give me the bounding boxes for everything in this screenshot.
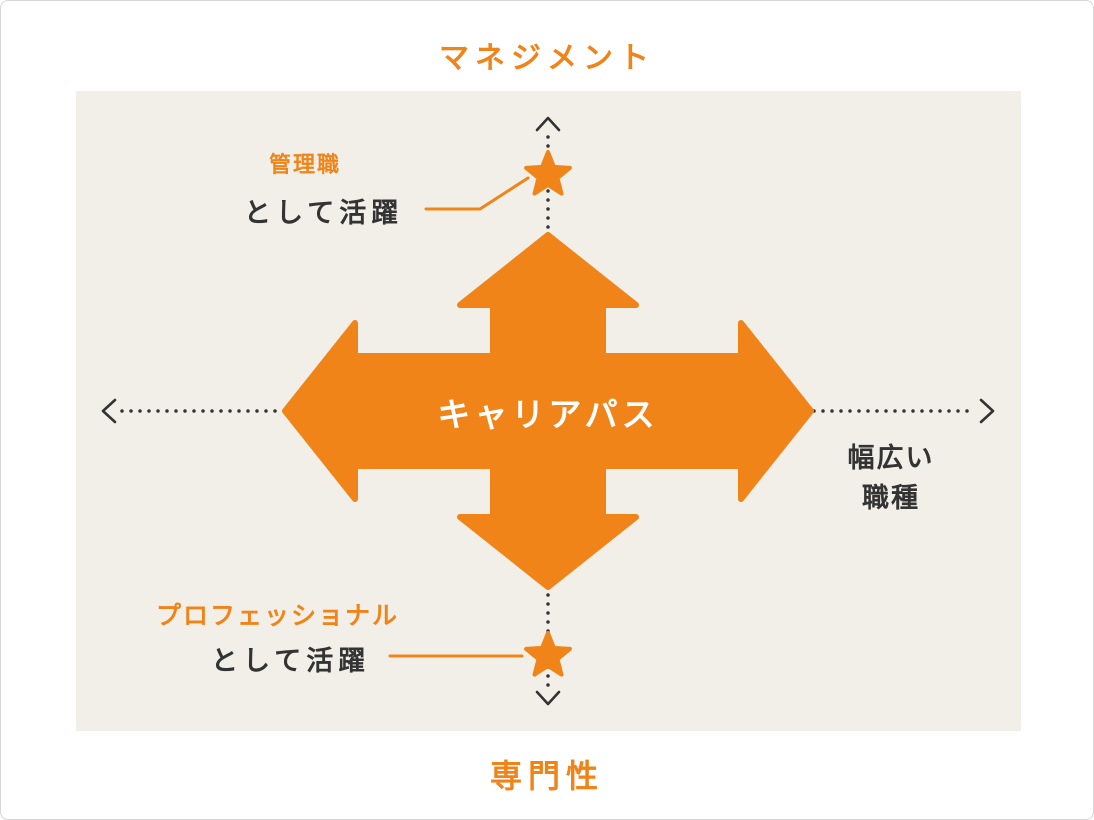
diagram-panel: キャリアパス 管理職 として活躍 プロフェッショナル として活躍 幅広い 職種 [76,91,1021,731]
bottom-note-text: として活躍 [211,646,371,676]
bottom-note-emphasis: プロフェッショナル [156,602,400,630]
chevron-right-icon [979,398,995,424]
center-label-career-path: キャリアパス [437,396,659,433]
four-way-arrow [282,232,814,590]
axis-label-specialty: 専門性 [489,758,604,794]
chevron-up-icon [535,116,561,132]
star-icon [524,150,572,196]
top-note-connector-line [424,176,530,211]
star-icon [524,631,572,677]
top-note-text: として活躍 [244,198,404,228]
right-note: 幅広い 職種 [821,438,961,518]
bottom-star-marker [524,631,572,677]
diagram-canvas [101,116,995,706]
chevron-left-icon [101,398,117,424]
right-note-line1: 幅広い [847,443,935,473]
right-note-line2: 職種 [862,483,920,513]
axis-label-management: マネジメント [439,42,655,75]
top-star-marker [524,150,572,196]
top-note-emphasis: 管理職 [269,152,342,177]
chevron-down-icon [535,690,561,706]
